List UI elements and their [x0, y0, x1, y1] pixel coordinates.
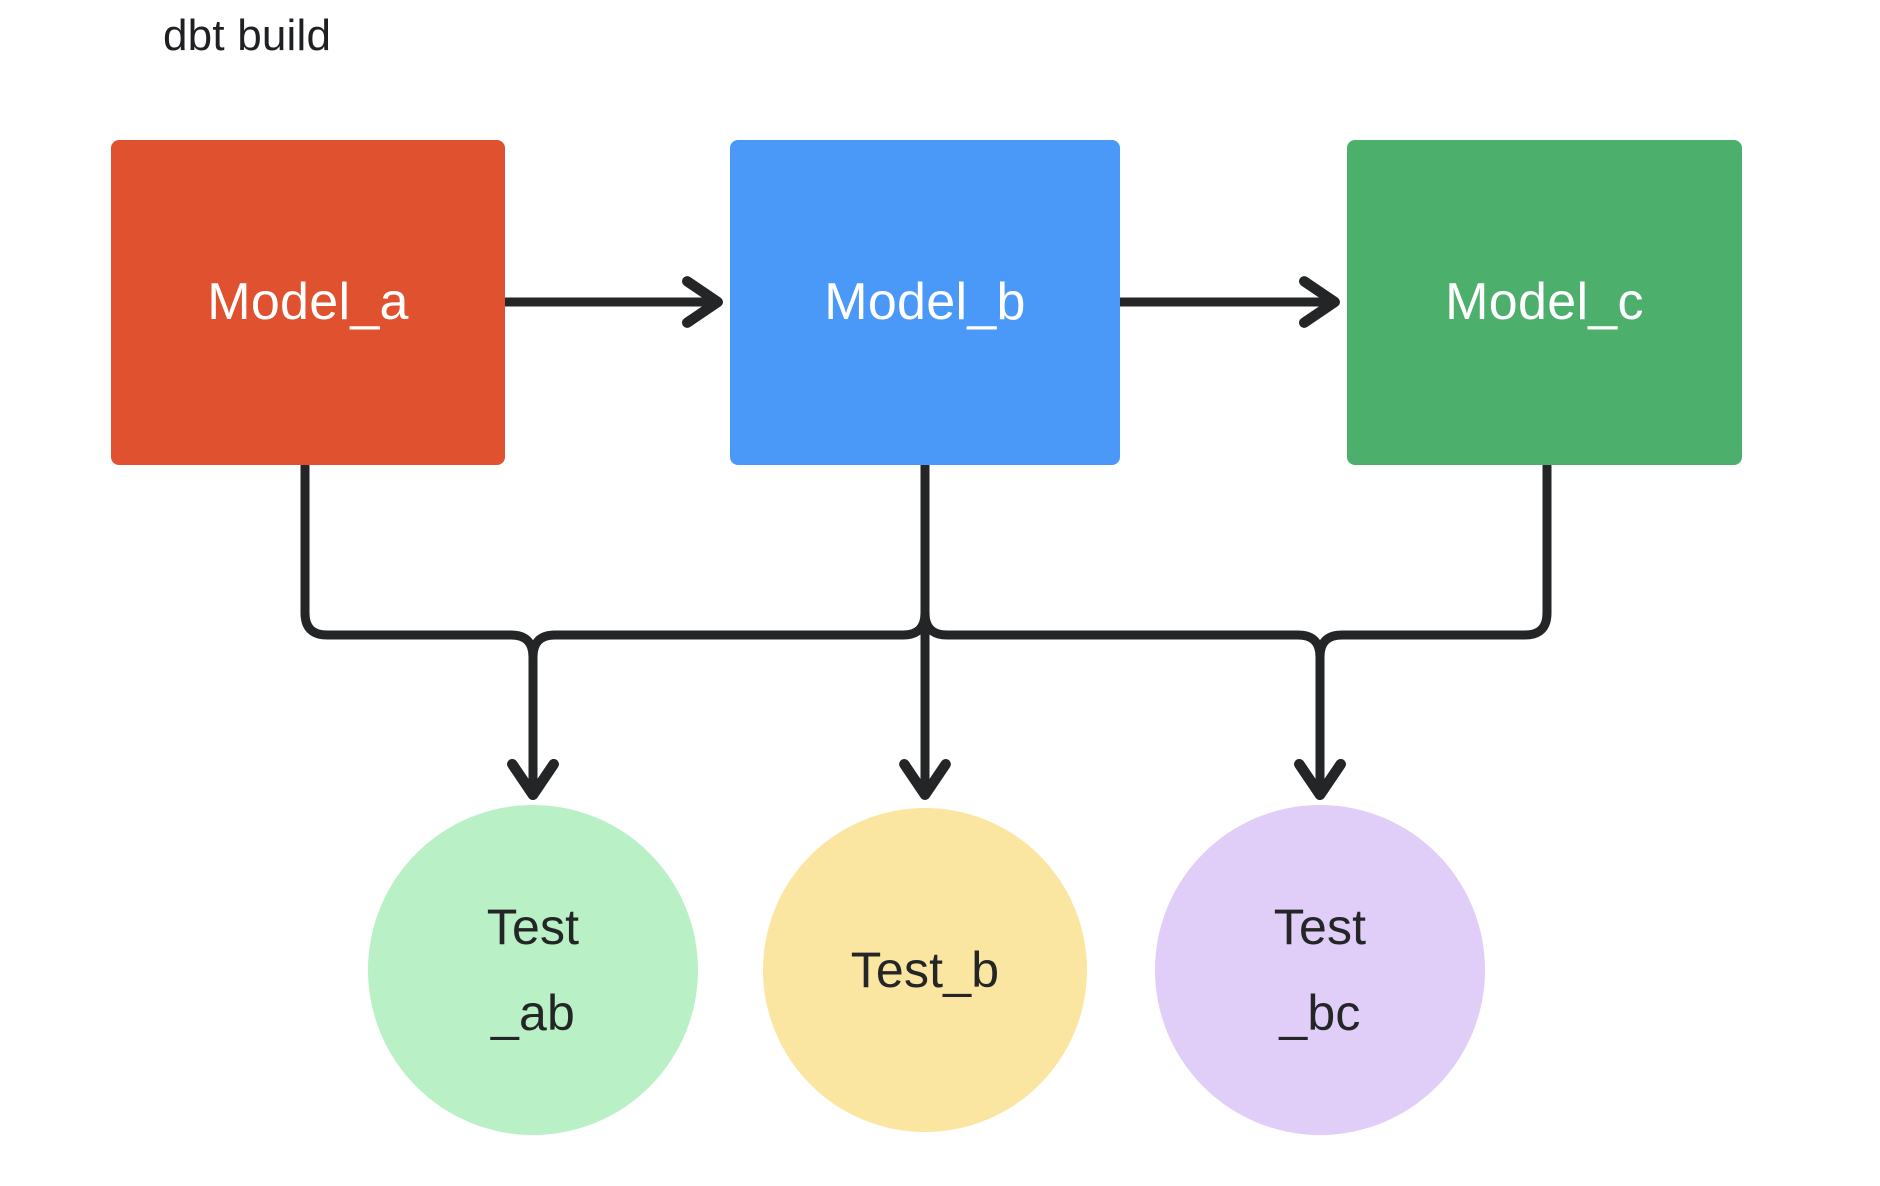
node-test-b-label: Test_b — [850, 942, 1000, 998]
diagram-title: dbt build — [163, 11, 332, 60]
node-model-b[interactable]: Model_b — [730, 140, 1120, 465]
node-model-b-label: Model_b — [824, 272, 1026, 331]
node-model-c-label: Model_c — [1445, 272, 1644, 331]
edge-model-a-to-test-ab — [300, 461, 559, 800]
node-model-a-label: Model_a — [207, 272, 409, 331]
node-test-ab-label: Test _ab — [486, 899, 580, 1041]
node-test-b[interactable]: Test_b — [763, 808, 1087, 1132]
edge-model-b-to-test-bc — [920, 461, 1346, 800]
edge-model-b-to-test-ab — [507, 461, 930, 800]
node-model-c[interactable]: Model_c — [1347, 140, 1742, 465]
edge-model-c-to-test-bc — [1294, 461, 1552, 800]
node-test-ab[interactable]: Test _ab — [368, 805, 698, 1135]
node-test-bc-label: Test _bc — [1273, 899, 1367, 1041]
node-model-a[interactable]: Model_a — [111, 140, 505, 465]
node-test-bc[interactable]: Test _bc — [1155, 805, 1485, 1135]
